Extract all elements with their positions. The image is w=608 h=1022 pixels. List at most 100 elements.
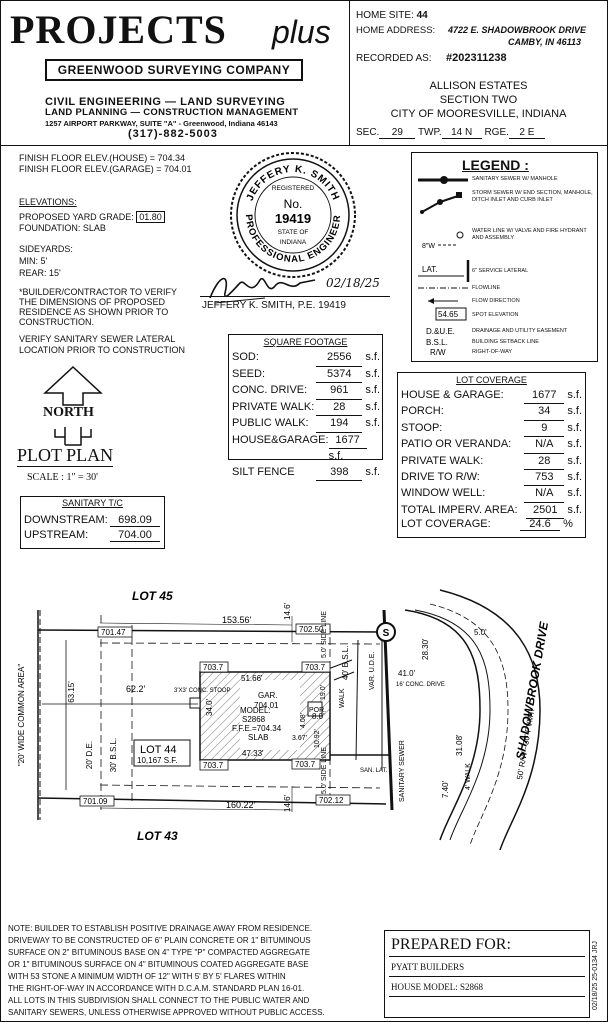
lotcov-row: DRIVE TO R/W:753 s.f. (401, 470, 582, 487)
lot-44-area: 10,167 S.F. (137, 756, 177, 765)
subdivision-2: SECTION TWO (439, 94, 518, 106)
sanitary-box (20, 496, 165, 549)
legend-item-0: SANITARY SEWER W/ MANHOLE (472, 176, 558, 182)
dim-408: 4.08' (300, 713, 307, 728)
lotcov-row: PRIVATE WALK:28 s.f. (401, 454, 582, 471)
sqft-row: SEED:5374 s.f. (232, 367, 380, 383)
note-line: ALL LOTS IN THIS SUBDIVISION SHALL CONNE… (8, 996, 310, 1005)
legend-box (411, 152, 598, 362)
san-lat-label: SAN. LAT. (360, 768, 388, 774)
header-site-box (349, 0, 608, 146)
walk-4-label: 4' WALK (465, 763, 472, 790)
seal-state: INDIANA (280, 239, 307, 246)
subdivision-3: CITY OF MOORESVILLE, INDIANA (390, 108, 567, 120)
dim-410: 41.0' (398, 669, 416, 678)
recorded-number: #202311238 (446, 52, 507, 64)
square-footage-table: SOD:2556 s.f. SEED:5374 s.f. CONC. DRIVE… (232, 350, 380, 481)
plot-plan-title: PLOT PLAN (17, 445, 114, 467)
builder-note-4: CONSTRUCTION. (19, 317, 94, 327)
stoop-label: 3'X3' CONC. STOOP (174, 688, 231, 694)
bottom-length: 160.22' (226, 800, 256, 810)
verify-note-2: LOCATION PRIOR TO CONSTRUCTION (19, 345, 186, 355)
plot-plan-scale: SCALE : 1" = 30' (27, 472, 98, 483)
dim-3108: 31.08' (455, 734, 464, 756)
company-line1: CIVIL ENGINEERING — LAND SURVEYING (45, 96, 286, 108)
side-line-bot: 5.0' SIDE LINE (321, 747, 328, 794)
setback-14-bot: 14.6' (283, 794, 292, 812)
builder-note-1: *BUILDER/CONTRACTOR TO VERIFY (19, 287, 178, 297)
square-footage-title: SQUARE FOOTAGE (263, 337, 348, 347)
sqft-row: PRIVATE WALK:28 s.f. (232, 400, 380, 416)
seal-registered: REGISTERED (272, 185, 315, 192)
de-20-label: 20' D.E. (85, 741, 94, 769)
lot-coverage-title: LOT COVERAGE (456, 375, 527, 385)
sanitary-upstream: UPSTREAM:704.00 (24, 529, 160, 542)
sqft-row: HOUSE&GARAGE:1677 s.f. (232, 433, 380, 465)
dim-80: 8.0' (312, 712, 325, 721)
elevations-title: ELEVATIONS: (19, 197, 77, 207)
dim-2830: 28.30' (421, 638, 430, 660)
lot-coverage-table: HOUSE & GARAGE:1677 s.f. PORCH:34 s.f. S… (401, 388, 582, 520)
company-line2: LAND PLANNING — CONSTRUCTION MANAGEMENT (45, 107, 299, 118)
note-line: WITH 53 STONE A MINIMUM WIDTH OF 12" WIT… (8, 972, 286, 981)
note-line: DRIVEWAY TO BE CONSTRUCTED OF 6" PLAIN C… (8, 936, 311, 945)
legend-item-1: STORM SEWER W/ END SECTION, MANHOLE, DIT… (472, 190, 593, 203)
note-line: SURFACE ON 2" BITUMINOUS BASE ON 4" TYPE… (8, 948, 311, 957)
company-phone: (317)-882-5003 (128, 128, 218, 140)
prepared-for-box (384, 930, 590, 1018)
side-line-top: 5.0' SIDE LINE (321, 611, 328, 658)
legend-sym-spot: 54.65 (438, 310, 459, 319)
rear-62-label: 62.2' (126, 684, 146, 694)
lotcov-row: PORCH:34 s.f. (401, 404, 582, 421)
home-site: HOME SITE: 44 (356, 10, 428, 21)
house-model: HOUSE MODEL: S2868 (391, 982, 484, 992)
legend-symbols: 8"W LAT. 54.65 D.&U.E. B.S.L. R/W (418, 176, 470, 357)
seal-number: 19419 (275, 211, 311, 226)
elev-70250: 702.50 (299, 625, 324, 634)
sqft-row: PUBLIC WALK:194 s.f. (232, 416, 380, 433)
lotcov-row: STOOP:9 s.f. (401, 421, 582, 438)
lotcov-row: TOTAL IMPERV. AREA:2501 s.f. (401, 503, 582, 520)
lot-44-label: LOT 44 (140, 744, 177, 756)
legend-sym-lat: LAT. (422, 265, 437, 274)
legend-item-5: FLOW DIRECTION (472, 298, 520, 304)
sanitary-title: SANITARY T/C (62, 498, 123, 508)
legend-item-2: WATER LINE W/ VALVE AND FIRE HYDRANT AND… (472, 228, 587, 241)
slab-label: SLAB (248, 733, 268, 742)
drive-label: 16' CONC. DRIVE (396, 682, 445, 688)
ffe-house: FINISH FLOOR ELEV.(HOUSE) = 704.34 (19, 153, 185, 163)
notes-block: NOTE: BUILDER TO ESTABLISH POSITIVE DRAI… (8, 923, 378, 1019)
lot-43-label: LOT 43 (137, 829, 178, 843)
sideyards: SIDEYARDS: (19, 244, 73, 254)
bsl-40-label: 40' B.S.L. (341, 646, 350, 680)
sqft-row: CONC. DRIVE:961 s.f. (232, 383, 380, 400)
legend-item-4: FLOWLINE (472, 285, 501, 291)
legend-item-9: RIGHT-OF-WAY (472, 349, 513, 355)
bsl-30-label: 30' B.S.L. (109, 738, 118, 772)
prepared-mid-rule (389, 976, 585, 977)
builder-note-3: RESIDENCE AS SHOWN PRIOR TO (19, 307, 169, 317)
lotcov-row: PATIO OR VERANDA:N/A s.f. (401, 437, 582, 454)
var-due-label: VAR. U.D.E. (369, 652, 376, 690)
lot-coverage-total: LOT COVERAGE: (401, 518, 491, 530)
sideyard-rear: REAR: 15' (19, 268, 61, 278)
legend-sym-due: D.&U.E. (426, 327, 455, 336)
verify-note-1: VERIFY SANITARY SEWER LATERAL (19, 334, 176, 344)
garage-label: GAR. (258, 691, 278, 700)
note-line: THE RIGHT-OF-WAY IN ACCORDANCE WITH D.C.… (8, 984, 305, 993)
legend-item-7: DRAINAGE AND UTILITY EASEMENT (472, 328, 568, 334)
subdivision-1: ALLISON ESTATES (429, 80, 528, 92)
width-63-label: 63.15' (67, 681, 76, 703)
company-line3: 1257 AIRPORT PARKWAY, SUITE "A" - Greenw… (45, 119, 278, 128)
foundation: FOUNDATION: SLAB (19, 223, 106, 233)
note-line: NOTE: BUILDER TO ESTABLISH POSITIVE DRAI… (8, 924, 313, 933)
builder-note-2: THE DIMENSIONS OF PROPOSED (19, 297, 166, 307)
dim-340: 34.0' (205, 698, 214, 716)
home-address-label: HOME ADDRESS: (356, 25, 436, 36)
dim-1092: 10.92' (314, 729, 321, 748)
dim-367: 3.67' (292, 735, 307, 742)
elev-7037-br: 703.7 (295, 760, 316, 769)
lotcov-row: HOUSE & GARAGE:1677 s.f. (401, 388, 582, 405)
seal-no: No. (284, 197, 303, 211)
